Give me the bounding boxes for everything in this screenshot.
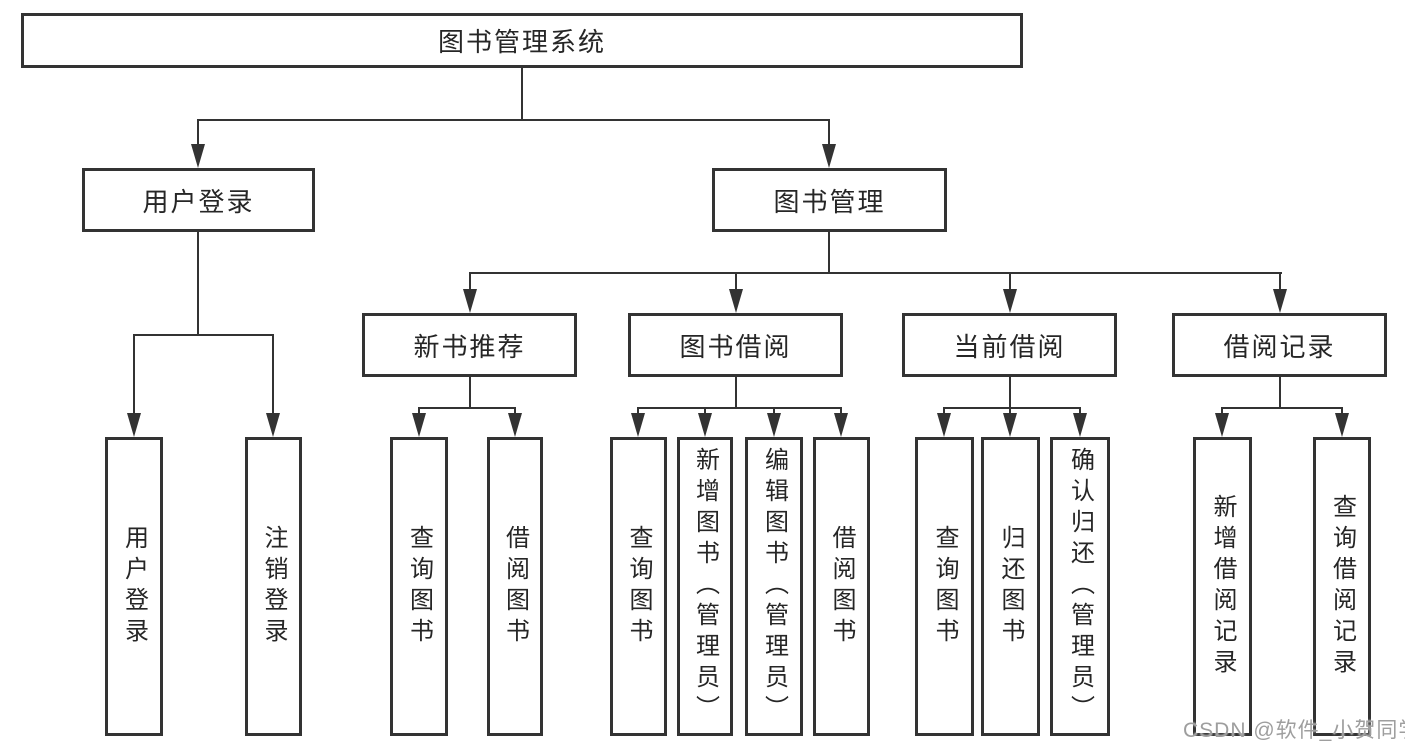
arrowhead-down xyxy=(834,413,848,437)
node-book-management-label: 图书管理 xyxy=(773,186,886,217)
arrowhead-down xyxy=(1215,413,1229,437)
leaf-borrow-books: 借阅图书 xyxy=(813,437,870,736)
leaf-user-login: 用户登录 xyxy=(105,437,163,736)
leaf-borrow-books-recommend: 借阅图书 xyxy=(487,437,543,736)
connector-leaf-drop xyxy=(773,408,775,414)
leaf-add-book-admin: 新增图书（管理员） xyxy=(677,437,733,736)
leaf-confirm-return-admin: 确认归还（管理员） xyxy=(1050,437,1110,736)
arrowhead-down xyxy=(1003,413,1017,437)
connector-book-mgmt-stem xyxy=(828,232,830,273)
connector-leaf-drop xyxy=(418,408,420,414)
connector-book-mgmt-bus xyxy=(469,272,1282,274)
connector-group-stem xyxy=(735,377,737,408)
arrowhead-down xyxy=(1273,289,1287,313)
arrowhead-down xyxy=(127,413,141,437)
connector-user-login-drop xyxy=(197,120,199,146)
arrowhead-down xyxy=(266,413,280,437)
leaf-logout: 注销登录 xyxy=(245,437,302,736)
connector-group-bus xyxy=(1221,407,1343,409)
connector-group-bus xyxy=(637,407,842,409)
connector-leaf-drop xyxy=(943,408,945,414)
connector-leaf-drop xyxy=(704,408,706,414)
connector-user-login-bus xyxy=(133,334,274,336)
leaf-query-books-recommend-label: 查询图书 xyxy=(405,524,433,649)
arrowhead-down xyxy=(1003,289,1017,313)
leaf-query-books-current: 查询图书 xyxy=(915,437,974,736)
connector-book-mgmt-drop xyxy=(828,120,830,146)
leaf-confirm-return-admin-label: 确认归还（管理员） xyxy=(1066,447,1094,726)
connector-root-bus xyxy=(197,119,830,121)
connector-leaf-drop xyxy=(637,408,639,414)
arrowhead-down xyxy=(463,289,477,313)
node-new-book-recommend-label: 新书推荐 xyxy=(413,331,526,362)
connector-leaf-drop xyxy=(272,335,274,414)
leaf-query-books-current-label: 查询图书 xyxy=(931,524,958,649)
connector-leaf-drop xyxy=(514,408,516,414)
connector-l3-drop xyxy=(1009,273,1011,290)
connector-group-bus xyxy=(943,407,1081,409)
arrowhead-down xyxy=(191,144,205,168)
node-book-borrow: 图书借阅 xyxy=(628,313,843,377)
arrowhead-down xyxy=(729,289,743,313)
leaf-user-login-label: 用户登录 xyxy=(120,524,148,649)
leaf-query-books-recommend: 查询图书 xyxy=(390,437,448,736)
connector-group-bus xyxy=(418,407,516,409)
connector-leaf-drop xyxy=(1221,408,1223,414)
arrowhead-down xyxy=(937,413,951,437)
leaf-borrow-books-recommend-label: 借阅图书 xyxy=(501,524,529,649)
node-root-label: 图书管理系统 xyxy=(437,27,606,57)
arrowhead-down xyxy=(822,144,836,168)
leaf-query-books-borrow-label: 查询图书 xyxy=(625,524,652,649)
node-borrow-records: 借阅记录 xyxy=(1172,313,1387,377)
leaf-return-book: 归还图书 xyxy=(981,437,1040,736)
connector-group-stem xyxy=(469,377,471,408)
node-current-borrow: 当前借阅 xyxy=(902,313,1117,377)
connector-l3-drop xyxy=(469,273,471,290)
connector-leaf-drop xyxy=(1009,408,1011,414)
leaf-query-borrow-record-label: 查询借阅记录 xyxy=(1328,493,1356,680)
connector-group-stem xyxy=(1279,377,1281,408)
connector-leaf-drop xyxy=(1341,408,1343,414)
node-new-book-recommend: 新书推荐 xyxy=(362,313,577,377)
arrowhead-down xyxy=(1335,413,1349,437)
leaf-borrow-books-label: 借阅图书 xyxy=(828,524,855,649)
connector-l3-drop xyxy=(1279,273,1281,290)
connector-leaf-drop xyxy=(840,408,842,414)
csdn-watermark: CSDN @软件_小贺同学 xyxy=(1183,719,1405,742)
leaf-add-book-admin-label: 新增图书（管理员） xyxy=(691,447,719,726)
node-borrow-records-label: 借阅记录 xyxy=(1223,331,1336,362)
arrowhead-down xyxy=(1073,413,1087,437)
connector-root-stem xyxy=(521,68,523,120)
leaf-query-borrow-record: 查询借阅记录 xyxy=(1313,437,1371,736)
arrowhead-down xyxy=(412,413,426,437)
leaf-edit-book-admin: 编辑图书（管理员） xyxy=(745,437,803,736)
node-current-borrow-label: 当前借阅 xyxy=(953,331,1066,362)
node-book-borrow-label: 图书借阅 xyxy=(679,331,792,362)
leaf-return-book-label: 归还图书 xyxy=(997,524,1024,649)
node-user-login-label: 用户登录 xyxy=(142,186,255,217)
arrowhead-down xyxy=(698,413,712,437)
connector-l3-drop xyxy=(735,273,737,290)
connector-user-login-stem xyxy=(197,232,199,335)
arrowhead-down xyxy=(508,413,522,437)
arrowhead-down xyxy=(631,413,645,437)
leaf-query-books-borrow: 查询图书 xyxy=(610,437,667,736)
node-user-login: 用户登录 xyxy=(82,168,315,232)
leaf-add-borrow-record: 新增借阅记录 xyxy=(1193,437,1252,736)
leaf-edit-book-admin-label: 编辑图书（管理员） xyxy=(760,447,788,726)
connector-group-stem xyxy=(1009,377,1011,408)
arrowhead-down xyxy=(767,413,781,437)
leaf-add-borrow-record-label: 新增借阅记录 xyxy=(1209,493,1236,680)
connector-leaf-drop xyxy=(1079,408,1081,414)
leaf-logout-label: 注销登录 xyxy=(260,524,287,649)
node-root: 图书管理系统 xyxy=(21,13,1023,68)
connector-leaf-drop xyxy=(133,335,135,414)
node-book-management: 图书管理 xyxy=(712,168,947,232)
